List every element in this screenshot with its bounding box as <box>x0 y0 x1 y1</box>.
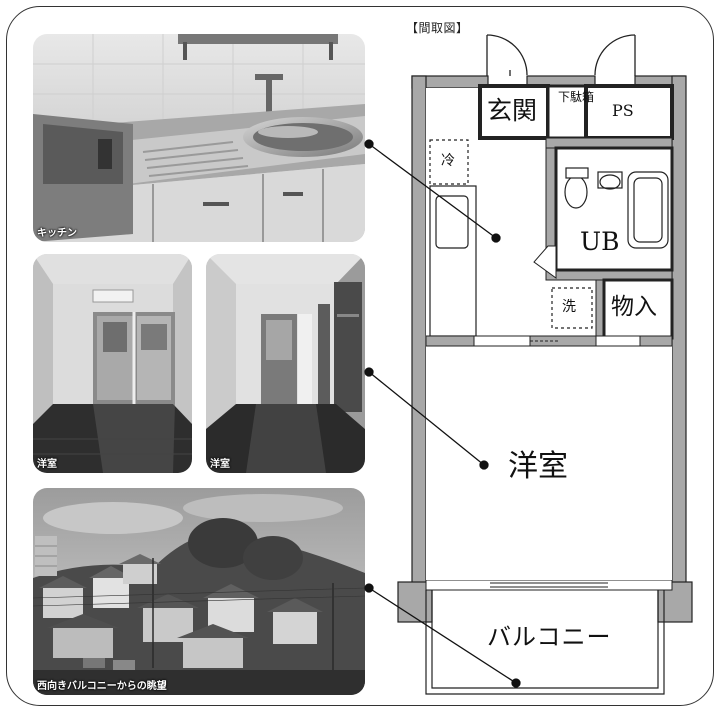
genkan-label: 玄関 <box>487 96 538 125</box>
balcony-view-photo-image <box>33 488 365 695</box>
storage-label: 物入 <box>611 294 657 320</box>
ps-label: PS <box>612 101 634 120</box>
washer-label: 洗 <box>562 299 576 315</box>
shoebox-label-text: 下駄箱 <box>558 90 595 104</box>
kitchen-caption: キッチン <box>37 228 77 239</box>
western-room-photo-2-image <box>206 254 365 473</box>
ub-label: UB <box>580 227 620 256</box>
western-room-photo-1[interactable]: 洋室 <box>33 254 192 473</box>
page-frame <box>6 6 714 706</box>
western-room-photo-1-image <box>33 254 192 473</box>
balcony-label: バルコニー <box>487 623 612 651</box>
balcony-view-photo[interactable]: 西向きバルコニーからの眺望 <box>33 488 365 695</box>
entrance-door-swing <box>486 34 528 76</box>
kitchen-photo[interactable]: キッチン <box>33 34 365 242</box>
western-room-caption-2: 洋室 <box>210 459 230 470</box>
kitchen-photo-image <box>33 34 365 242</box>
shoebox-label: 下駄箱 <box>558 91 594 104</box>
western-room-photo-2[interactable]: 洋室 <box>206 254 365 473</box>
balcony-view-caption: 西向きバルコニーからの眺望 <box>37 681 167 692</box>
western-room-label: 洋室 <box>508 449 568 484</box>
western-room-caption-1: 洋室 <box>37 459 57 470</box>
fridge-label: 冷 <box>441 153 455 169</box>
floor-plan <box>397 34 693 695</box>
ps-door-swing <box>594 34 636 76</box>
floor-plan-title: 【間取図】 <box>406 21 469 35</box>
